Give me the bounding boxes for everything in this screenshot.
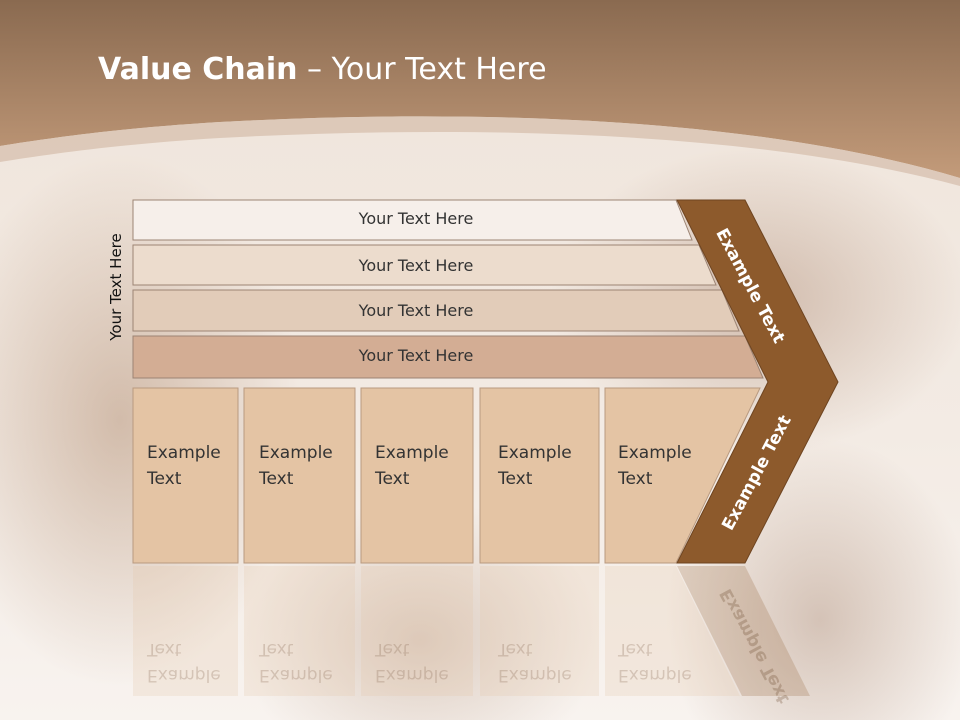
support-bar-2-label: Your Text Here [358, 256, 474, 275]
primary-column-1 [132, 387, 239, 564]
support-bar-2 [132, 244, 717, 286]
margin-arrow [676, 199, 839, 564]
support-bar-4 [132, 335, 764, 379]
reflection [133, 566, 810, 696]
primary-column-3 [360, 387, 474, 564]
title-rest: – Your Text Here [297, 52, 547, 87]
support-bar-1-label: Your Text Here [358, 209, 474, 228]
title-bold: Value Chain [98, 52, 298, 87]
support-bar-3-label: Your Text Here [358, 301, 474, 320]
support-bar-4-label: Your Text Here [358, 346, 474, 365]
page-title: Value Chain – Your Text Here [98, 52, 547, 87]
primary-column-2 [243, 387, 356, 564]
primary-column-4 [479, 387, 600, 564]
header-band [0, 0, 960, 186]
primary-column-5 [604, 387, 761, 564]
support-bar-3 [132, 289, 740, 332]
support-bar-1 [132, 199, 693, 241]
